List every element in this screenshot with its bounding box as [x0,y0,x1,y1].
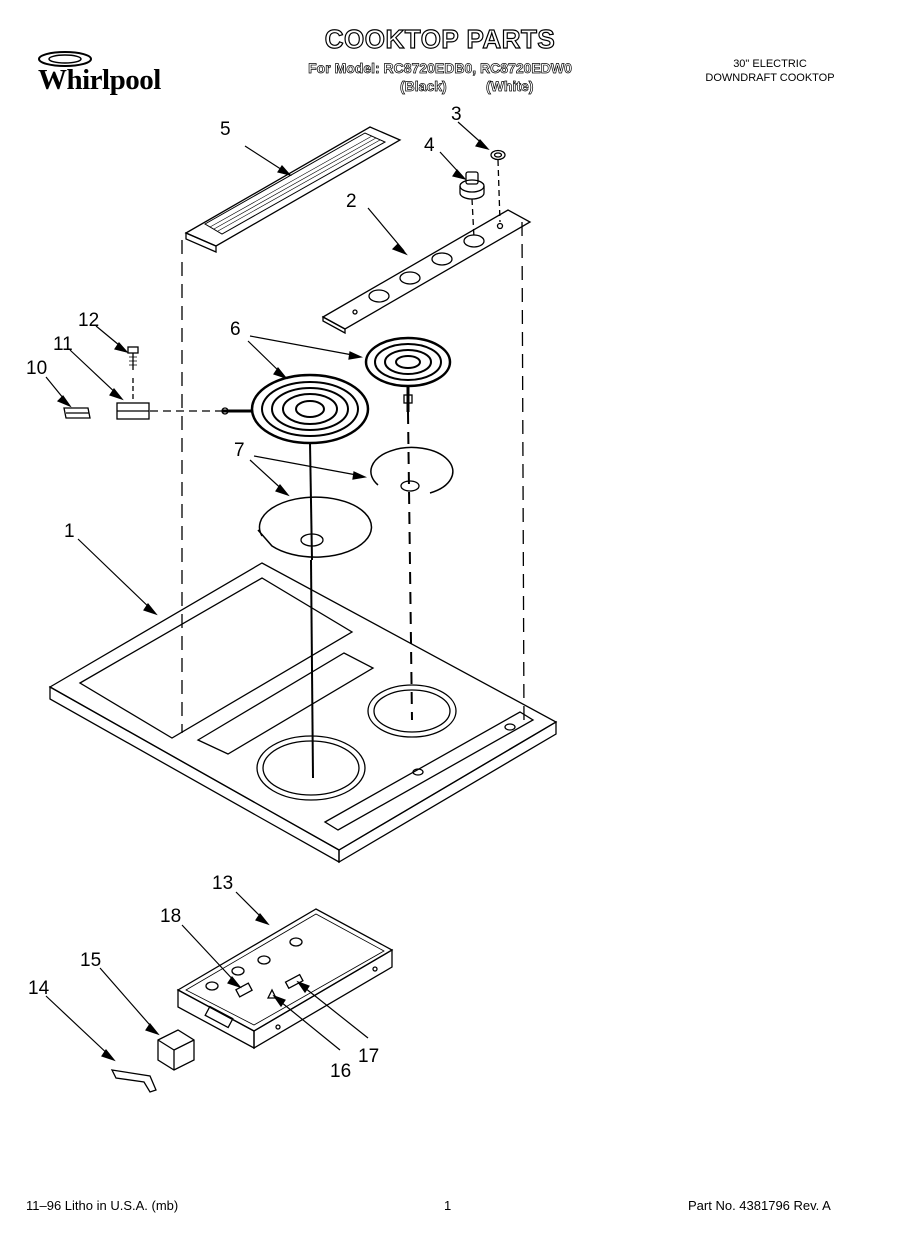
model-numbers: For Model: RC8720EDB0, RC8720EDW0 [308,60,572,77]
footer-page-number: 1 [444,1198,452,1213]
callout-16: 16 [330,1061,351,1082]
callout-1: 1 [64,521,75,542]
large-element-axis [310,559,314,779]
leader-lines [45,121,490,1062]
callout-7: 7 [234,440,245,461]
color-black-label: (Black) [400,78,447,95]
alignment-lines [181,221,525,733]
part-12-screw [127,346,139,370]
callout-3: 3 [451,104,462,125]
part-10-terminal-cover [63,407,91,419]
part-4-knob [459,171,485,239]
whirlpool-logo: Whirlpool [30,50,180,102]
callout-6: 6 [230,319,241,340]
part-6-large-element [221,373,370,561]
part-15-switch [157,1029,195,1071]
footer-part-number: Part No. 4381796 Rev. A [688,1198,831,1213]
color-white-label: (White) [486,78,534,95]
callout-10: 10 [26,358,47,379]
part-16-clip [266,988,278,999]
callout-12: 12 [78,310,99,331]
callout-17: 17 [358,1046,379,1067]
callout-2: 2 [346,191,357,212]
part-1-cooktop-top [48,562,558,864]
part-11-terminal-block [116,378,150,420]
callout-15: 15 [80,950,101,971]
brand-name: Whirlpool [38,64,161,96]
part-17-fuse [284,973,304,990]
part-6-small-element [364,336,452,721]
callout-13: 13 [212,873,233,894]
part-14-bracket [110,1069,157,1093]
callout-14: 14 [28,978,50,999]
callout-4: 4 [424,135,435,156]
callout-5: 5 [220,119,231,140]
callout-11: 11 [53,334,73,355]
callout-18: 18 [160,906,181,927]
part-5-vent-grille [184,126,402,253]
part-18-fuse-holder [235,982,253,998]
logo-swoosh-icon [38,51,92,67]
product-description-line-2: DOWNDRAFT COOKTOP [705,72,835,84]
footer-litho: 11–96 Litho in U.S.A. (mb) [26,1198,179,1213]
part-7-drip-bowls [257,446,454,558]
product-description-line-1: 30" ELECTRIC [733,58,807,70]
part-3-bezel [490,149,506,223]
part-13-control-box [176,908,394,1050]
page-title: COOKTOP PARTS [324,23,556,54]
part-2-control-panel [321,209,532,335]
product-description: 30" ELECTRIC DOWNDRAFT COOKTOP [650,57,890,85]
